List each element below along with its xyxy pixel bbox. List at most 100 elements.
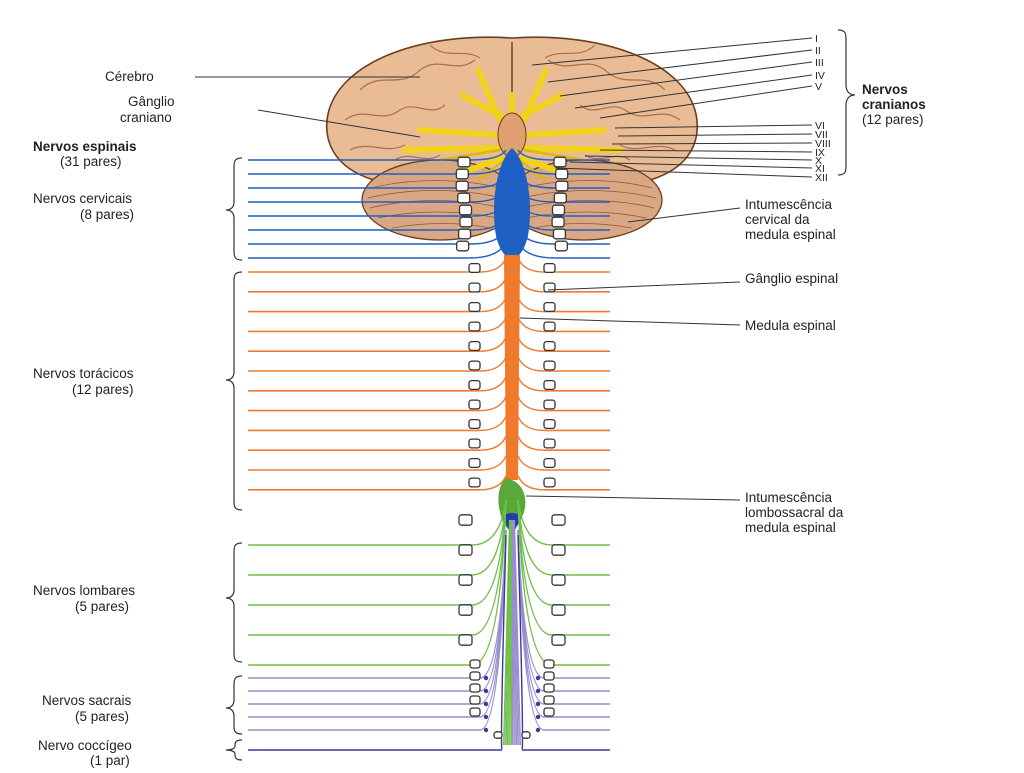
- cervical-bracket: [226, 158, 242, 260]
- thoracic-nerve-6-ganglion-right: [544, 361, 555, 370]
- label-intumescencia-cervical-1: Intumescência: [745, 197, 833, 212]
- label-intumescencia-cervical-2: cervical da: [745, 212, 810, 227]
- thoracic-nerve-6-root-left: [480, 357, 506, 371]
- thoracic-nerve-3-ganglion-right: [544, 303, 555, 312]
- spinal-cord: [494, 148, 530, 536]
- sacral-root-dot-left-4: [484, 715, 488, 719]
- cervical-nerve-4-ganglion-left: [458, 193, 470, 203]
- sacral-root-dot-right-1: [536, 676, 540, 680]
- cervical-nerve-2-ganglion-right: [556, 169, 568, 179]
- left-labels: Cérebro Gânglio craniano Nervos espinais…: [33, 69, 175, 768]
- cervical-nerve-3-ganglion-right: [556, 181, 568, 191]
- sacral-root-dot-right-2: [536, 689, 540, 693]
- thoracic-nerve-5-ganglion-left: [469, 342, 480, 351]
- thoracic-nerve-4-root-left: [480, 317, 506, 331]
- thoracic-nerve-9-ganglion-right: [544, 420, 555, 429]
- thoracic-nerve-9-ganglion-left: [469, 420, 480, 429]
- label-ganglio-espinal: Gânglio espinal: [745, 271, 838, 286]
- label-lombares-2: (5 pares): [75, 599, 129, 614]
- sacral-nerve-1-ganglion-left: [470, 660, 480, 668]
- label-cerebro: Cérebro: [105, 69, 154, 84]
- label-nervos-cranianos-2: cranianos: [862, 97, 926, 112]
- lumbar-bracket: [226, 543, 242, 662]
- thoracic-nerve-11-root-right: [518, 456, 544, 470]
- cervical-nerve-3-ganglion-left: [456, 181, 468, 191]
- sacral-nerve-3-ganglion-left: [470, 684, 480, 692]
- sacral-root-dot-left-2: [484, 689, 488, 693]
- thoracic-nerve-3-ganglion-left: [469, 303, 480, 312]
- label-medula-espinal: Medula espinal: [745, 318, 836, 333]
- sacral-nerve-4-ganglion-left: [470, 696, 480, 704]
- label-nervos-espinais-1: Nervos espinais: [33, 139, 137, 154]
- lumbar-nerve-2-ganglion-left: [459, 545, 472, 555]
- sacral-nerve-2-ganglion-left: [470, 672, 480, 680]
- lumbar-nerve-5-ganglion-left: [459, 635, 472, 645]
- sacral-root-dot-left-1: [484, 676, 488, 680]
- sacral-root-dot-left-5: [484, 728, 488, 732]
- sacral-nerve-3-ganglion-right: [544, 684, 554, 692]
- lumbar-nerve-3-ganglion-right: [552, 575, 565, 585]
- label-sacrais-1: Nervos sacrais: [42, 693, 132, 708]
- label-cervicais-2: (8 pares): [80, 207, 134, 222]
- thoracic-nerve-2-ganglion-left: [469, 283, 480, 292]
- cervical-nerve-1-ganglion-right: [554, 157, 566, 167]
- numeral-12: XII: [815, 172, 828, 184]
- thoracic-nerve-2-root-right: [518, 278, 544, 292]
- lumbar-nerve-4-ganglion-right: [552, 605, 565, 615]
- label-sacrais-2: (5 pares): [75, 709, 129, 724]
- sacral-nerve-2-ganglion-right: [544, 672, 554, 680]
- lumbar-nerve-1-ganglion-left: [459, 515, 472, 525]
- thoracic-nerve-8-ganglion-right: [544, 400, 555, 409]
- thoracic-nerve-7-root-right: [518, 377, 544, 391]
- label-toracicos-2: (12 pares): [72, 382, 134, 397]
- coccygeal-bracket: [226, 740, 242, 760]
- thoracic-nerve-10-root-left: [480, 436, 506, 450]
- thoracic-nerve-11-ganglion-left: [469, 459, 480, 468]
- cervical-nerve-7-ganglion-left: [459, 229, 471, 239]
- cervical-nerve-4-ganglion-right: [554, 193, 566, 203]
- lumbar-nerve-3-root-right: [518, 500, 552, 605]
- label-ganglio-craniano-1: Gânglio: [128, 94, 175, 109]
- right-labels: Nervos cranianos (12 pares) Intumescênci…: [745, 82, 926, 535]
- label-intumescencia-lombo-2: lombossacral da: [745, 505, 844, 520]
- numeral-2: II: [815, 45, 821, 57]
- cranial-nerve-numerals: I II III IV V VI VII VIII IX X XI XII: [815, 33, 831, 184]
- cervical-nerve-6-ganglion-left: [460, 217, 472, 227]
- label-toracicos-1: Nervos torácicos: [33, 366, 134, 381]
- numeral-1: I: [815, 33, 818, 45]
- lumbar-nerve-4-ganglion-left: [459, 605, 472, 615]
- thoracic-nerve-5-root-left: [480, 337, 506, 351]
- thoracic-nerve-8-root-left: [480, 397, 506, 411]
- sacral-nerve-5-ganglion-left: [470, 708, 480, 716]
- thoracic-nerve-2-ganglion-right: [544, 283, 555, 292]
- thoracic-nerve-9-root-left: [480, 416, 506, 430]
- thoracic-nerve-10-ganglion-right: [544, 439, 555, 448]
- sacral-nerve-4-ganglion-right: [544, 696, 554, 704]
- thoracic-nerve-4-ganglion-right: [544, 322, 555, 331]
- thoracic-nerve-5-ganglion-right: [544, 342, 555, 351]
- thoracic-nerve-3-root-right: [518, 298, 544, 312]
- cervical-nerve-7-ganglion-right: [553, 229, 565, 239]
- cranial-bracket: [838, 30, 855, 175]
- cervical-nerve-1-ganglion-left: [458, 157, 470, 167]
- cervical-nerve-8-ganglion-right: [555, 241, 567, 251]
- cervical-nerve-5-ganglion-right: [552, 205, 564, 215]
- coccygeal-nerve-1-ganglion-right: [522, 732, 530, 738]
- thoracic-nerve-7-ganglion-right: [544, 381, 555, 390]
- lumbar-nerve-1-ganglion-right: [552, 515, 565, 525]
- thoracic-bracket: [226, 272, 242, 510]
- label-ganglio-craniano-2: craniano: [120, 110, 172, 125]
- label-coccigeo-1: Nervo coccígeo: [38, 738, 132, 753]
- thoracic-nerve-12-ganglion-right: [544, 478, 555, 487]
- label-nervos-cranianos-1: Nervos: [862, 82, 908, 97]
- label-lombares-1: Nervos lombares: [33, 583, 135, 598]
- thoracic-cord: [504, 255, 520, 480]
- thoracic-nerve-3-root-left: [480, 298, 506, 312]
- lumbar-nerve-2-ganglion-right: [552, 545, 565, 555]
- thoracic-nerve-1-root-right: [518, 258, 544, 272]
- thoracic-nerve-2-root-left: [480, 278, 506, 292]
- numeral-3: III: [815, 57, 824, 69]
- sacral-nerve-5-ganglion-right: [544, 708, 554, 716]
